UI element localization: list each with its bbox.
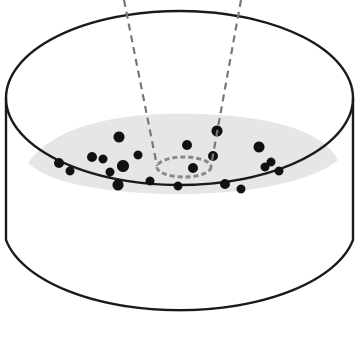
particle (188, 163, 198, 173)
particle (275, 167, 284, 176)
particle (182, 140, 192, 150)
particle (220, 179, 230, 189)
particle (267, 158, 276, 167)
particle (134, 151, 143, 160)
particle (54, 158, 64, 168)
particle (237, 185, 246, 194)
particle (66, 167, 75, 176)
particle (99, 155, 108, 164)
particle (87, 152, 97, 162)
particle (117, 160, 129, 172)
particle (174, 182, 183, 191)
particle (106, 168, 115, 177)
particle (146, 177, 155, 186)
particle (254, 142, 265, 153)
particle (114, 132, 125, 143)
particle (113, 180, 124, 191)
